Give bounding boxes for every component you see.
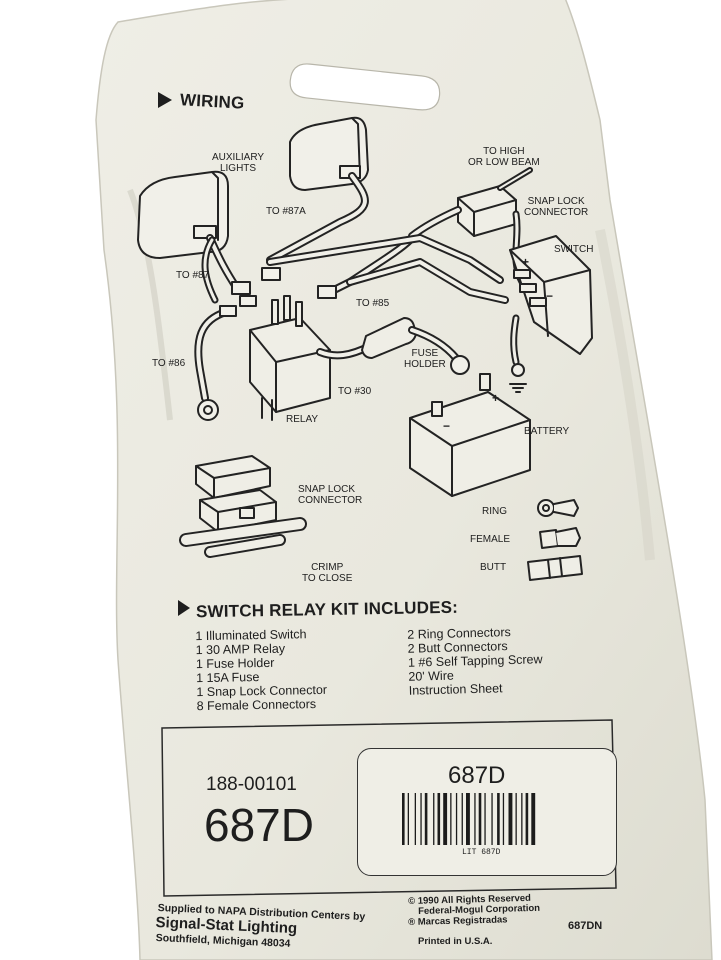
barcode-bar [407, 793, 409, 845]
part-number-box [161, 719, 617, 897]
kit-left-list: 1 Illuminated Switch 1 30 AMP Relay 1 Fu… [195, 627, 327, 713]
barcode-bar [420, 793, 422, 845]
label-battery: BATTERY [524, 426, 570, 437]
label-snap-lock-top: SNAP LOCK CONNECTOR [524, 196, 589, 218]
svg-text:−: − [443, 419, 450, 433]
barcode-bar [424, 793, 428, 845]
label-to-86: TO #86 [152, 358, 186, 369]
footer-code: 687DN [568, 920, 603, 932]
barcode-bar [497, 793, 500, 845]
barcode-bar [402, 793, 405, 845]
label-female: FEMALE [470, 534, 511, 545]
fuse-holder [361, 317, 417, 359]
barcode-bar [491, 793, 493, 845]
barcode-bar [502, 793, 505, 845]
barcode [402, 793, 536, 845]
kit-item: 8 Female Connectors [196, 697, 317, 714]
label-to-85: TO #85 [356, 298, 390, 309]
svg-text:+: + [492, 391, 499, 405]
barcode-bar [466, 793, 470, 845]
label-fuse-holder: FUSE HOLDER [404, 348, 446, 370]
barcode-title: 687D [448, 762, 506, 789]
barcode-bar [474, 793, 476, 845]
barcode-bar [414, 793, 416, 845]
wiring-heading: WIRING [179, 90, 245, 113]
barcode-bar [433, 793, 435, 845]
wiring-arrow-icon [158, 92, 172, 108]
svg-text:+: + [522, 255, 529, 269]
ring-connector-icon [537, 499, 579, 517]
part-number-small: 188-00101 [206, 774, 297, 795]
svg-text:−: − [546, 289, 553, 303]
barcode-panel [357, 748, 617, 876]
barcode-bar [443, 793, 448, 845]
barcode-bar [508, 793, 513, 845]
barcode-bar [515, 793, 517, 845]
label-butt: BUTT [480, 562, 507, 573]
part-number-large: 687D [204, 799, 314, 851]
kit-right-list: 2 Ring Connectors 2 Butt Connectors 1 #6… [407, 624, 543, 698]
butt-connector-icon [527, 555, 583, 581]
label-relay: RELAY [286, 414, 319, 425]
barcode-bar [478, 793, 482, 845]
barcode-bar [461, 793, 463, 845]
label-ring: RING [482, 506, 507, 517]
barcode-bar [525, 793, 529, 845]
barcode-bar [484, 793, 486, 845]
footer-printed: Printed in U.S.A. [418, 936, 493, 947]
switch [509, 235, 593, 355]
barcode-bar [450, 793, 452, 845]
female-connector-icon [539, 527, 581, 549]
label-auxiliary-lights: AUXILIARY LIGHTS [212, 152, 265, 174]
snap-lock-connector-detail [179, 455, 307, 558]
barcode-bar [521, 793, 523, 845]
barcode-bar [531, 793, 536, 845]
label-snap-lock-bottom: SNAP LOCK CONNECTOR [298, 484, 363, 506]
label-to-high-low-beam: TO HIGH OR LOW BEAM [468, 146, 540, 168]
label-to-87: TO #87 [176, 270, 210, 281]
barcode-bar [437, 793, 441, 845]
battery [409, 391, 531, 497]
snap-lock-connector-top [457, 185, 517, 237]
label-to-30: TO #30 [338, 386, 372, 397]
label-crimp-to-close: CRIMP TO CLOSE [302, 562, 353, 584]
label-to-87a: TO #87A [266, 206, 306, 217]
barcode-bar [455, 793, 458, 845]
kit-arrow-icon [178, 600, 190, 616]
label-switch: SWITCH [554, 244, 594, 255]
barcode-caption: LIT 687D [462, 848, 501, 857]
